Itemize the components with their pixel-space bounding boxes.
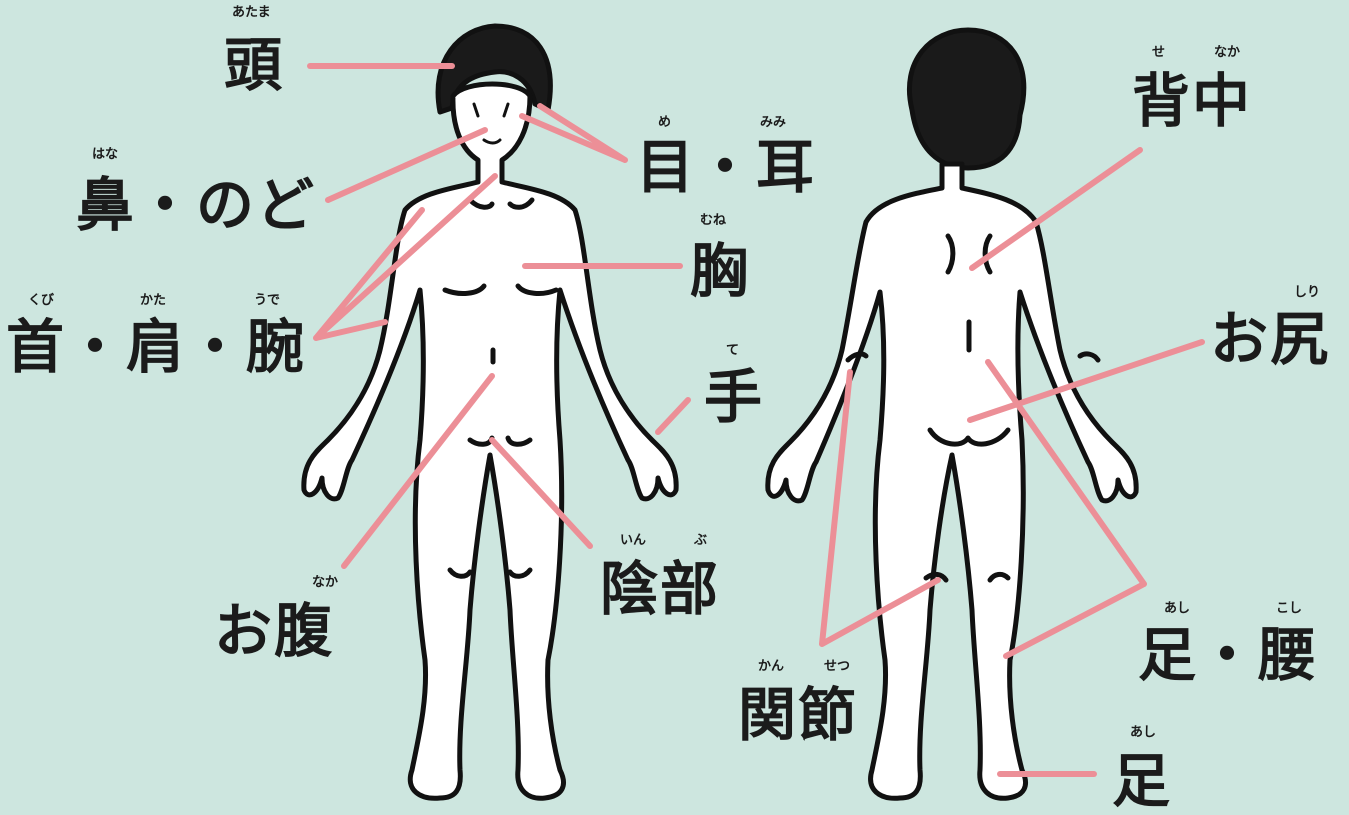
back-ruby-1: せ — [1152, 46, 1165, 59]
belly-label: お腹 — [214, 602, 334, 660]
pubic-ruby-2: ぶ — [694, 534, 707, 547]
back-hair — [909, 30, 1023, 168]
pubic-ruby-1: いん — [620, 534, 646, 547]
head-label: 頭 — [224, 36, 284, 94]
hand-label: 手 — [704, 368, 764, 426]
neck-ruby: くび — [28, 294, 54, 307]
pubic-label: 陰部 — [600, 560, 720, 618]
front-figure — [304, 26, 676, 798]
eye-ear-label: 目・耳 — [636, 138, 816, 196]
back-label: 背中 — [1132, 72, 1252, 130]
foot-label: 足 — [1112, 752, 1172, 810]
hand-ruby: て — [726, 344, 739, 357]
waist-ruby: こし — [1276, 602, 1302, 615]
joint-label: 関節 — [738, 686, 858, 744]
chest-label: 胸 — [690, 242, 750, 300]
nose-throat-label: 鼻・のど — [76, 176, 316, 234]
joint-ruby-1: かん — [758, 660, 784, 673]
buttocks-label: お尻 — [1210, 310, 1330, 368]
nose-ruby: はな — [92, 148, 118, 161]
leg-ruby: あし — [1164, 602, 1190, 615]
foot-ruby: あし — [1130, 726, 1156, 739]
chest-ruby: むね — [700, 214, 726, 227]
neck-shoulder-arm-label: 首・肩・腕 — [6, 318, 306, 376]
joint-ruby-2: せつ — [824, 660, 850, 673]
leg-waist-label: 足・腰 — [1138, 626, 1318, 684]
ear-ruby: みみ — [760, 116, 786, 129]
eye-ruby: め — [658, 116, 671, 129]
shoulder-ruby: かた — [140, 294, 166, 307]
back-ruby-2: なか — [1214, 46, 1240, 59]
hand-pointer — [658, 400, 688, 432]
belly-ruby: なか — [312, 576, 338, 589]
arm-ruby: うで — [254, 294, 280, 307]
eye-ear-pointer — [522, 106, 625, 160]
head-ruby: あたま — [232, 6, 271, 19]
buttocks-ruby: しり — [1294, 286, 1320, 299]
